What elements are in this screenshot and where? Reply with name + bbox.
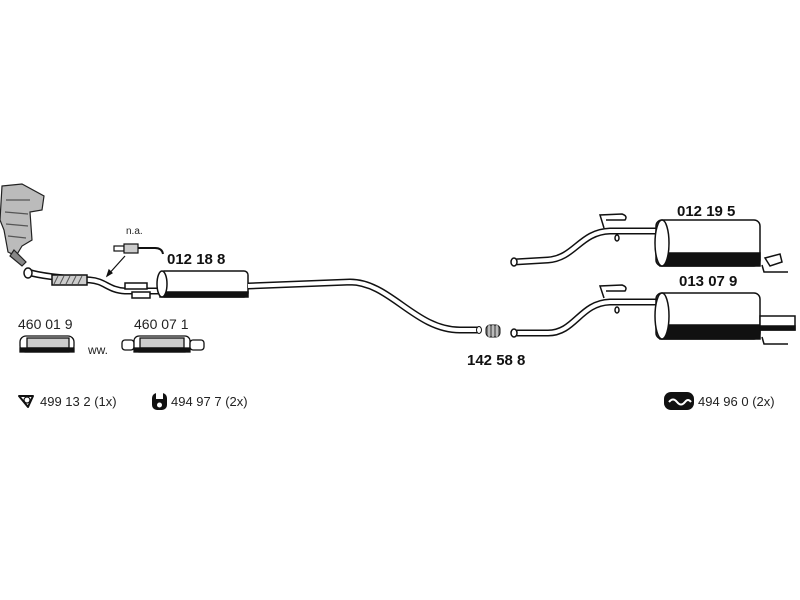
part-number-rear-muffler-1[interactable]: 012 19 5 xyxy=(677,203,736,220)
sensor-note: n.a. xyxy=(126,226,143,237)
pipe-clamp xyxy=(485,324,501,338)
part-number-rear-muffler-2[interactable]: 013 07 9 xyxy=(679,273,738,290)
flex-pipe-460071 xyxy=(121,335,205,353)
part-number-front-muffler[interactable]: 012 18 8 xyxy=(167,251,226,268)
flex-pipe-460019 xyxy=(19,335,75,353)
middle-pipe xyxy=(247,278,482,334)
accessory-label-gasket[interactable]: 499 13 2 (1x) xyxy=(40,394,117,409)
gasket-ring-icon xyxy=(18,395,34,408)
rubber-hanger-icon xyxy=(152,393,167,410)
catalytic-converter xyxy=(0,183,45,267)
part-number-flex-pipe-2[interactable]: 460 07 1 xyxy=(134,316,189,332)
alternative-note: ww. xyxy=(88,343,109,357)
accessory-label-hanger[interactable]: 494 97 7 (2x) xyxy=(171,394,248,409)
rear-muffler-upper xyxy=(510,213,788,273)
front-muffler xyxy=(156,270,249,298)
rear-muffler-lower xyxy=(510,284,796,345)
rubber-mount-icon xyxy=(664,392,694,410)
lambda-sensor xyxy=(105,243,164,278)
part-number-clamp[interactable]: 142 58 8 xyxy=(467,352,526,369)
part-number-flex-pipe-1[interactable]: 460 01 9 xyxy=(18,316,73,332)
accessory-label-mount[interactable]: 494 96 0 (2x) xyxy=(698,394,775,409)
front-pipe xyxy=(23,267,160,299)
